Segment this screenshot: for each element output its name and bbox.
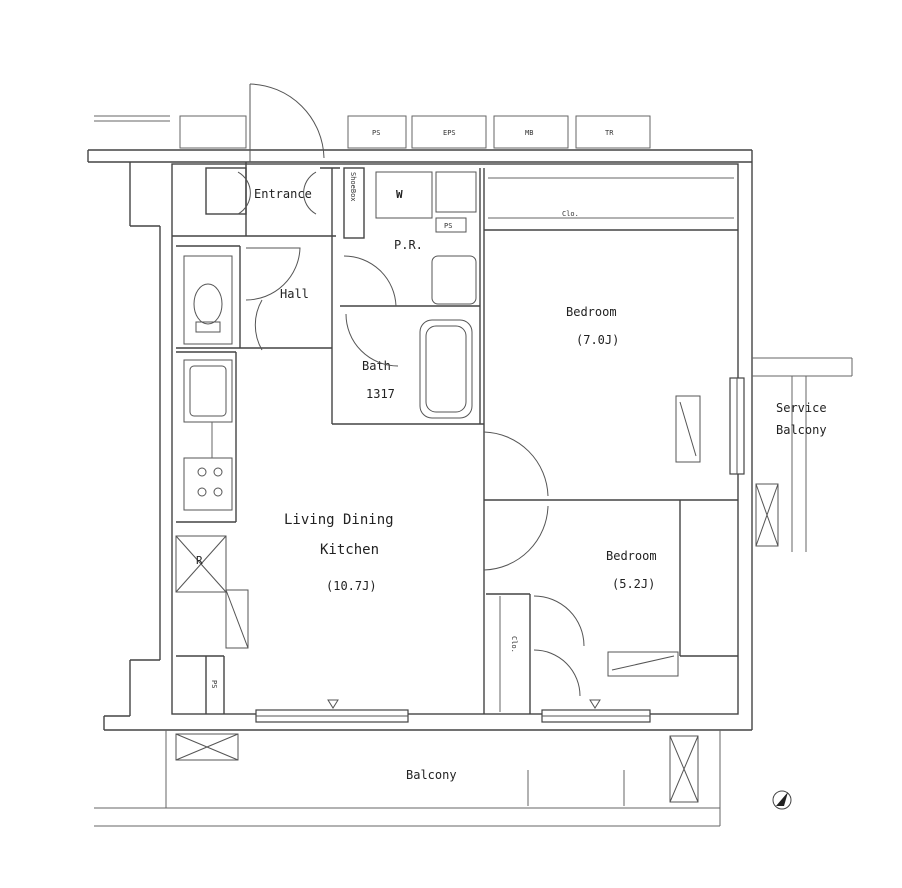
ps-small-box (435, 217, 467, 233)
ldk-label-2: Kitchen (320, 542, 379, 558)
bedroom2-label: Bedroom (606, 549, 657, 563)
bathtub (419, 319, 473, 419)
unit-walls (171, 162, 739, 715)
entrance-inner-door (303, 171, 317, 215)
ps-small-label: PS (444, 222, 452, 230)
powder-room-label: P.R. (394, 238, 423, 252)
bedroom1-size-label: (7.0J) (576, 333, 619, 347)
shoebox-label: ShoeBox (349, 172, 357, 202)
bedroom1-label: Bedroom (566, 305, 617, 319)
washer-box (375, 171, 433, 219)
exterior-lines (87, 115, 853, 827)
bedroom2-size-label: (5.2J) (612, 577, 655, 591)
bedroom2-aircon (607, 651, 679, 677)
shaft-eps-label: EPS (443, 129, 456, 137)
shaft-ps-label: PS (372, 129, 380, 137)
service-balcony-label-1: Service (776, 401, 827, 415)
balcony-fixtures (175, 733, 699, 806)
closet-bottom-label: Clo. (510, 636, 518, 653)
fridge (175, 535, 249, 649)
service-balcony-label-2: Balcony (776, 423, 827, 437)
north-arrow-icon (772, 790, 792, 810)
ps-bottom-label: PS (210, 680, 218, 688)
kitchen-sink (183, 359, 233, 423)
service-balcony (755, 376, 807, 552)
ldk-window (255, 699, 409, 723)
closet-top-label: Clo. (562, 210, 579, 218)
hall-label: Hall (280, 287, 309, 301)
bedroom1-aircon (675, 395, 701, 463)
shaft-mb-label: MB (525, 129, 533, 137)
bedroom2-window (541, 699, 651, 723)
washbasin (431, 255, 477, 305)
shaft-tr-label: TR (605, 129, 614, 137)
toilet (183, 255, 233, 345)
balcony-label: Balcony (406, 768, 457, 782)
ldk-label-1: Living Dining (284, 512, 394, 528)
bath-label: Bath (362, 359, 391, 373)
shaft-labels: PS EPS MB TR (372, 129, 614, 137)
fridge-label: R (196, 554, 203, 567)
ldk-size-label: (10.7J) (326, 579, 377, 593)
entrance-door (249, 83, 325, 162)
entrance-label: Entrance (254, 187, 312, 201)
cooktop (183, 457, 233, 511)
shoebox: ShoeBox (349, 172, 357, 202)
washer-label: W (396, 188, 403, 201)
bath-size-label: 1317 (366, 387, 395, 401)
